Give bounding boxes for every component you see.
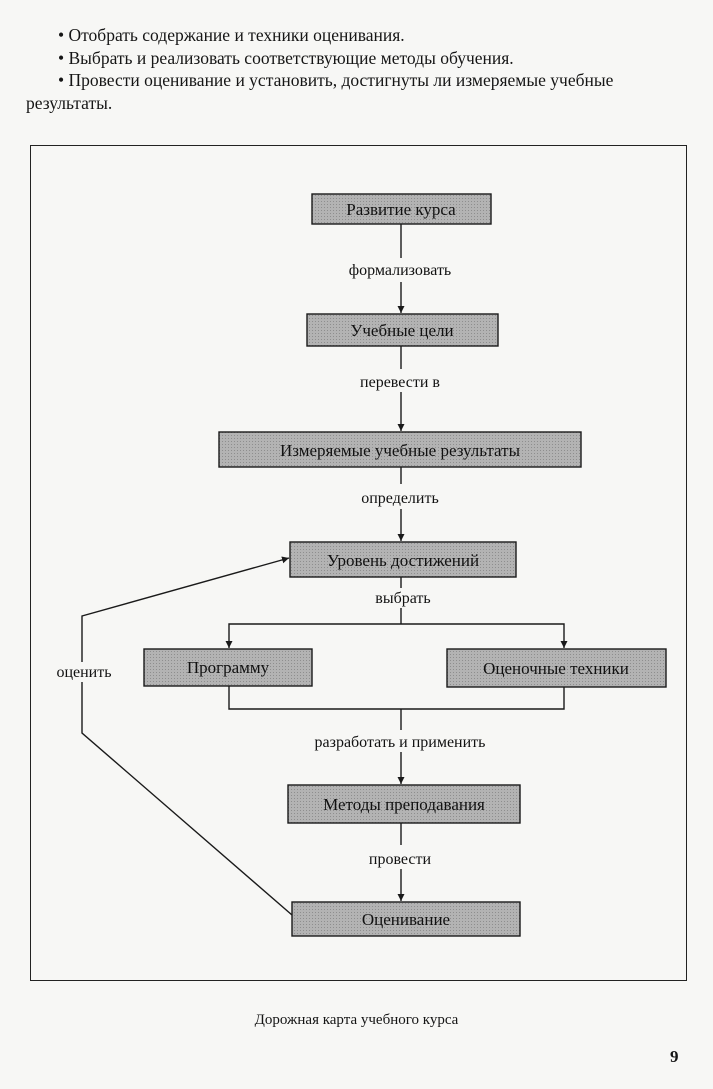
page-number: 9 [670, 1047, 679, 1066]
box-program [143, 648, 313, 687]
box-label-course-development: Развитие курса [346, 200, 456, 219]
box-achievement-level [289, 541, 517, 578]
figure-caption: Дорожная карта учебного курса [254, 1012, 459, 1028]
diagram-frame [30, 145, 687, 981]
box-course-development [311, 193, 492, 225]
bullet-item: • Отобрать содержание и техники оцениван… [58, 25, 405, 45]
box-label-learning-goals: Учебные цели [350, 321, 453, 340]
edge-label-conduct: провести [369, 851, 432, 868]
branch-to-techniques [401, 623, 568, 648]
box-label-teaching-methods: Методы преподавания [323, 795, 485, 814]
edge-label-formalize: формализовать [349, 262, 451, 279]
edge-label-develop-apply: разработать и применить [315, 734, 486, 751]
box-measurable-outcomes [218, 431, 582, 468]
box-learning-goals [306, 313, 499, 347]
feedback-loop-upper [81, 556, 290, 662]
merge-line [228, 686, 565, 710]
edge-label-translate: перевести в [360, 374, 440, 391]
box-label-measurable-outcomes: Измеряемые учебные результаты [280, 441, 521, 460]
box-label-achievement-level: Уровень достижений [327, 551, 479, 570]
edge-label-choose: выбрать [375, 590, 430, 607]
feedback-loop [81, 682, 293, 916]
box-assessment [291, 901, 521, 937]
bullet-item: • Провести оценивание и установить, дост… [26, 70, 614, 113]
box-assessment-techniques [446, 648, 667, 688]
branch-to-program [225, 623, 401, 648]
box-teaching-methods [287, 784, 521, 824]
bullet-list: • Отобрать содержание и техники оцениван… [26, 24, 696, 114]
edge-label-define: определить [361, 490, 439, 507]
box-label-program: Программу [187, 658, 270, 677]
bullet-item: • Выбрать и реализовать соответствующие … [58, 47, 514, 68]
box-label-assessment-techniques: Оценочные техники [483, 659, 629, 678]
box-label-assessment: Оценивание [362, 910, 450, 929]
edge-label-evaluate: оценить [56, 664, 111, 681]
